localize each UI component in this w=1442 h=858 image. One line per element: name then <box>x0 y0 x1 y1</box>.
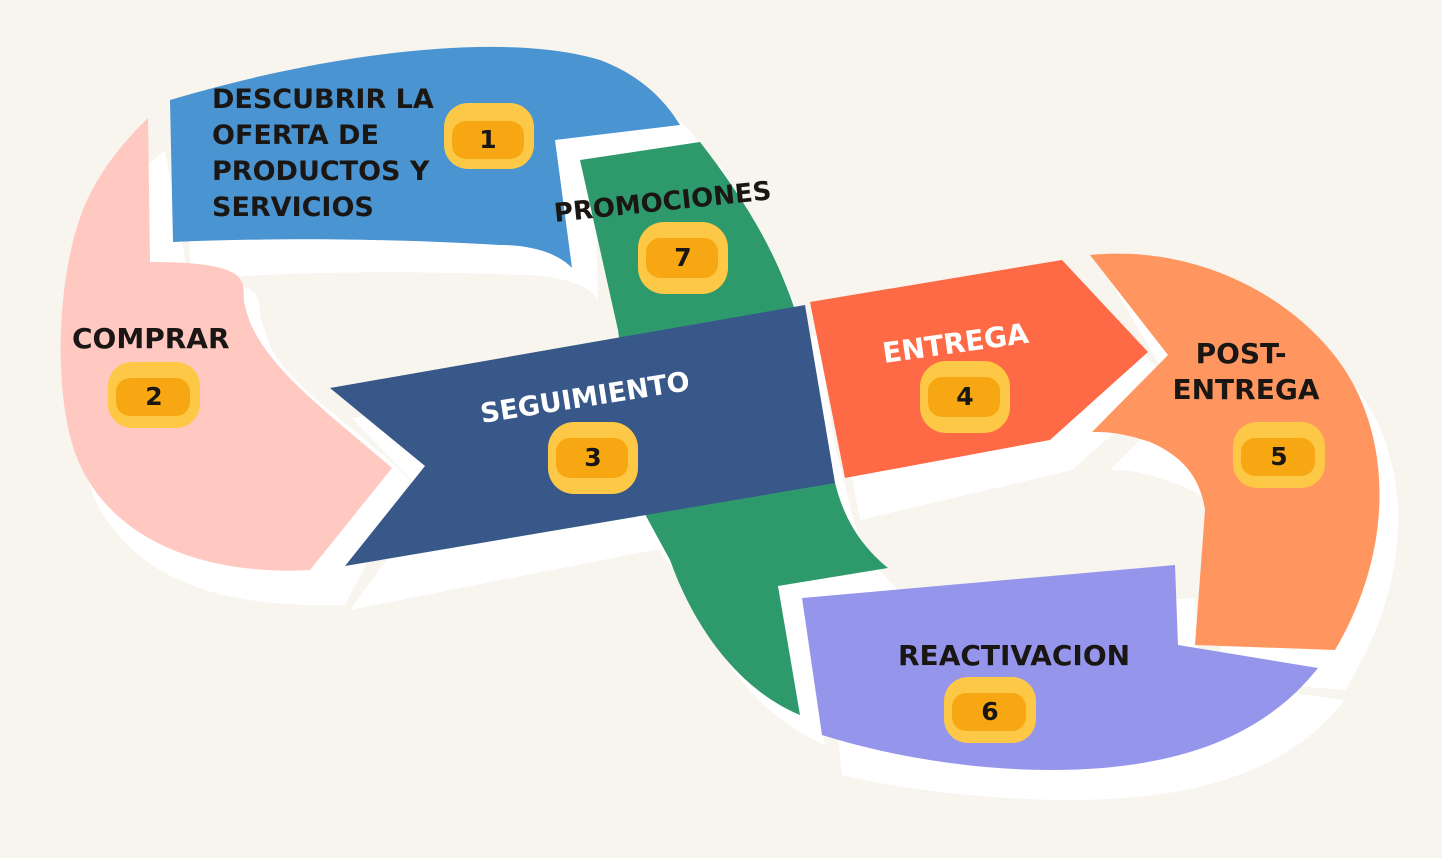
badge-5: 5 <box>1233 422 1325 488</box>
label-discover-line: OFERTA DE <box>212 120 379 151</box>
label-postdelivery: POST- ENTREGA <box>1173 337 1320 406</box>
badge-7: 7 <box>638 222 728 294</box>
badge-4: 4 <box>920 361 1010 433</box>
label-buy-line: COMPRAR <box>72 322 230 355</box>
badge-number: 5 <box>1270 442 1287 471</box>
label-reactivation: REACTIVACION <box>898 639 1130 672</box>
badge-number: 6 <box>981 697 998 726</box>
label-reactivation-line: REACTIVACION <box>898 639 1130 672</box>
badge-number: 2 <box>145 382 162 411</box>
badge-number: 7 <box>674 243 691 272</box>
badge-number: 3 <box>584 443 601 472</box>
badge-2: 2 <box>108 362 200 428</box>
segment-reactivation <box>802 565 1318 770</box>
badge-number: 1 <box>479 125 496 154</box>
badge-3: 3 <box>548 422 638 494</box>
segment-buy <box>60 118 392 571</box>
label-postdelivery-line: POST- <box>1196 337 1287 370</box>
badge-6: 6 <box>944 677 1036 743</box>
segment-discover <box>170 46 680 268</box>
label-discover-line: SERVICIOS <box>212 192 374 223</box>
label-postdelivery-line: ENTREGA <box>1173 373 1320 406</box>
badge-number: 4 <box>956 382 973 411</box>
label-buy: COMPRAR <box>72 322 230 355</box>
label-discover-line: PRODUCTOS Y <box>212 156 430 187</box>
label-discover-line: DESCUBRIR LA <box>212 84 434 115</box>
badge-1: 1 <box>444 103 534 169</box>
label-discover: DESCUBRIR LA OFERTA DE PRODUCTOS Y SERVI… <box>212 84 443 223</box>
